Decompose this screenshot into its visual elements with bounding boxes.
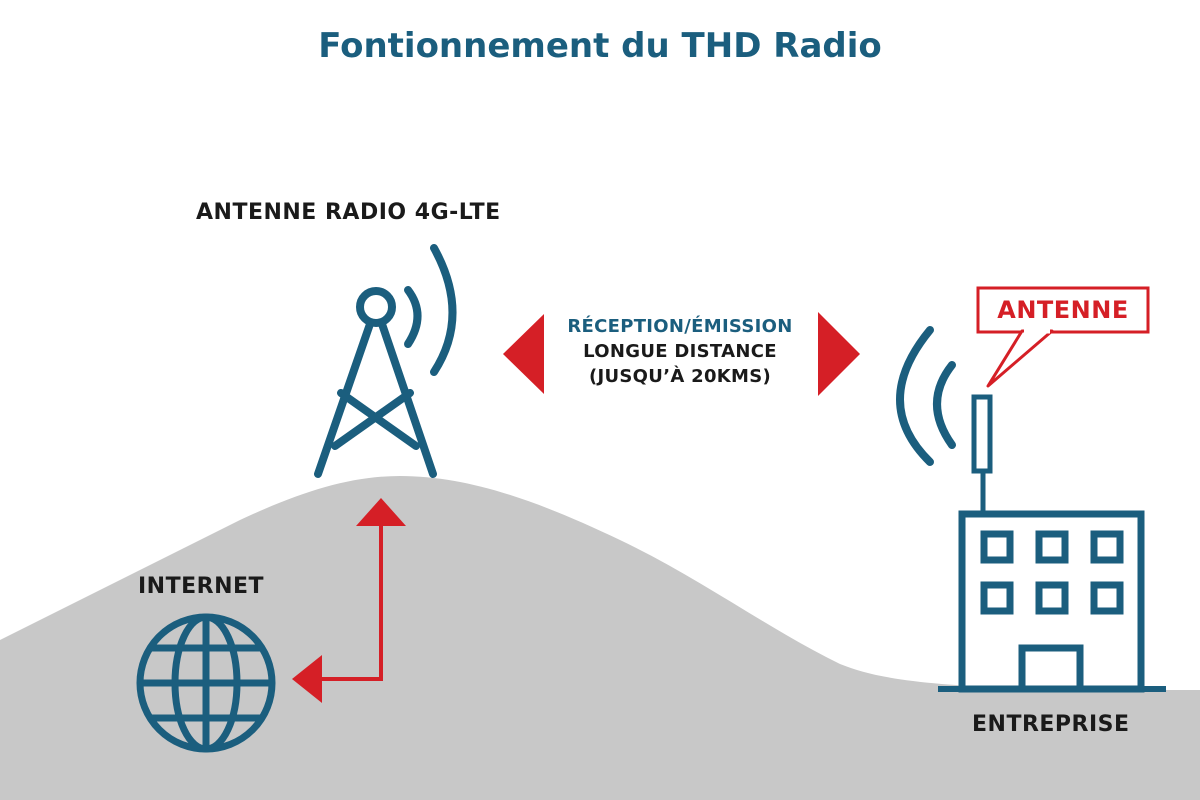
internet-label: INTERNET	[138, 574, 265, 599]
building-signal-waves-icon	[896, 326, 956, 466]
tower-label: ANTENNE RADIO 4G-LTE	[196, 200, 501, 225]
page-title: Fontionnement du THD Radio	[318, 26, 882, 66]
link-line-3: (JUSQU’À 20KMS)	[588, 366, 772, 387]
arrow-right-icon	[818, 312, 860, 396]
office-building-icon	[938, 510, 1166, 693]
antenna-callout	[976, 286, 1150, 388]
arrow-left-icon	[503, 314, 544, 394]
globe-icon	[136, 613, 276, 753]
company-label: ENTREPRISE	[972, 712, 1130, 737]
internet-link-arrow	[292, 498, 406, 703]
link-description: RÉCEPTION/ÉMISSION LONGUE DISTANCE (JUSQ…	[540, 314, 820, 389]
rooftop-antenna-icon	[971, 394, 993, 514]
hill-ground	[0, 476, 1200, 800]
tower-signal-waves-icon	[404, 244, 457, 376]
link-line-2: LONGUE DISTANCE	[583, 341, 777, 362]
link-line-1: RÉCEPTION/ÉMISSION	[567, 316, 793, 337]
antenna-callout-label: ANTENNE	[997, 296, 1129, 324]
radio-tower-icon	[314, 287, 437, 478]
